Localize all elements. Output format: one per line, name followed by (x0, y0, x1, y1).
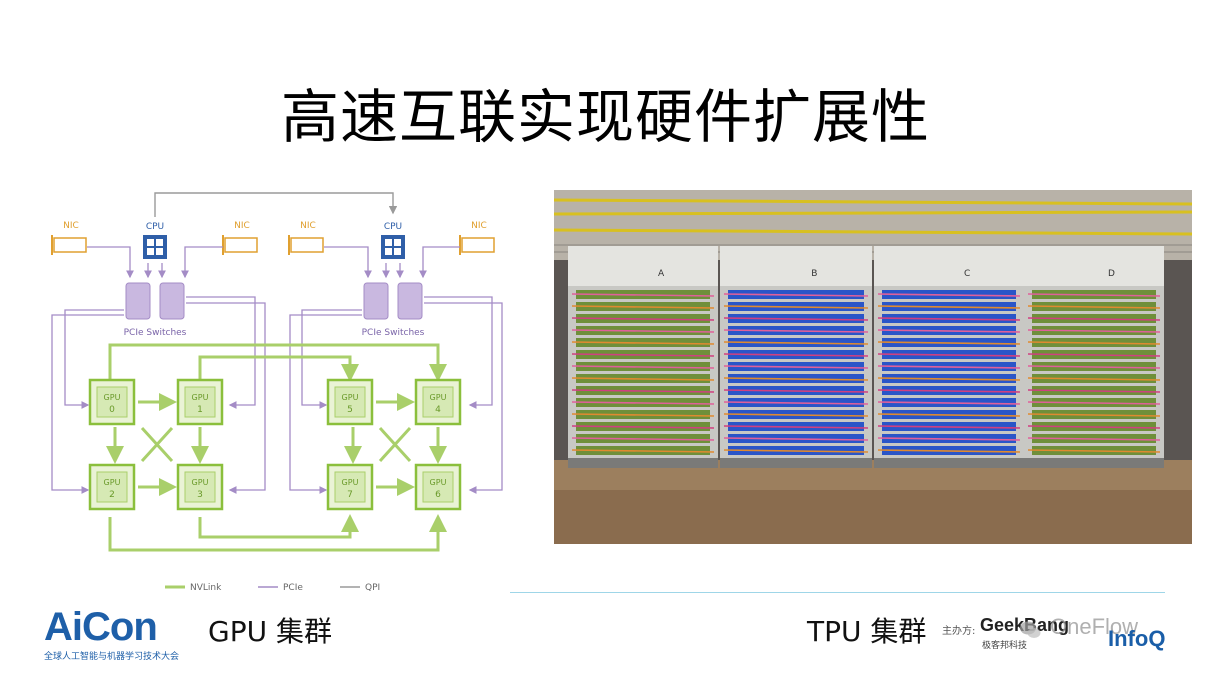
gpu-2: GPU 2 (88, 463, 136, 511)
aicon-logo: AiCon 全球人工智能与机器学习技术大会 (44, 605, 180, 662)
pcie-switch-right: PCIe Switches (362, 282, 425, 338)
svg-text:NIC: NIC (300, 221, 316, 231)
svg-text:3: 3 (197, 490, 203, 500)
tpu-rack-B: B (720, 246, 872, 468)
svg-text:GPU: GPU (342, 393, 359, 402)
gpu-7: GPU 7 (326, 463, 374, 511)
nic-right-a: NIC (288, 221, 324, 255)
svg-text:7: 7 (347, 490, 353, 500)
gpu-4: GPU 4 (414, 378, 462, 426)
gpu-1: GPU 1 (176, 378, 224, 426)
svg-text:6: 6 (435, 490, 441, 500)
cpu-right: CPU (381, 222, 405, 259)
svg-text:GPU: GPU (192, 478, 209, 487)
svg-text:NIC: NIC (63, 221, 79, 231)
pcie-switch-left: PCIe Switches (124, 282, 187, 338)
svg-text:PCIe Switches: PCIe Switches (124, 328, 187, 338)
qpi-link (154, 192, 398, 217)
gpu-cluster-caption: GPU 集群 (208, 615, 332, 648)
infoq-logo: InfoQ (1108, 626, 1166, 651)
tpu-cluster-caption: TPU 集群 (807, 615, 927, 648)
gpu-5: GPU 5 (326, 378, 374, 426)
svg-text:CPU: CPU (146, 222, 164, 232)
svg-text:NIC: NIC (471, 221, 487, 231)
svg-text:NIC: NIC (234, 221, 250, 231)
divider-line (510, 592, 1165, 593)
svg-text:CPU: CPU (384, 222, 402, 232)
tpu-pod-photo: A B C D (554, 190, 1192, 544)
svg-text:1: 1 (197, 405, 203, 415)
svg-text:PCIe Switches: PCIe Switches (362, 328, 425, 338)
svg-text:C: C (964, 269, 970, 279)
svg-text:4: 4 (435, 405, 441, 415)
oneflow-watermark: OneFlow (1050, 614, 1139, 639)
svg-text:GPU: GPU (104, 393, 121, 402)
svg-text:GPU: GPU (430, 393, 447, 402)
gpu-0: GPU 0 (88, 378, 136, 426)
svg-text:NVLink: NVLink (190, 583, 222, 593)
svg-text:GPU: GPU (104, 478, 121, 487)
svg-text:A: A (658, 269, 665, 279)
svg-text:GPU: GPU (342, 478, 359, 487)
svg-text:B: B (811, 269, 817, 279)
svg-text:0: 0 (109, 405, 115, 415)
tpu-rack-A: A (568, 246, 718, 468)
gpu-3: GPU 3 (176, 463, 224, 511)
nic-left-a: NIC (51, 221, 87, 255)
sponsor-label: 主办方: (942, 626, 976, 637)
svg-text:5: 5 (347, 405, 353, 415)
nic-right-b: NIC (459, 221, 495, 255)
tpu-rack-D: D (1024, 246, 1164, 468)
wechat-icon (1020, 621, 1041, 638)
svg-text:QPI: QPI (365, 583, 380, 593)
svg-text:D: D (1108, 269, 1115, 279)
gpu-6: GPU 6 (414, 463, 462, 511)
svg-text:2: 2 (109, 490, 115, 500)
cpu-left: CPU (143, 222, 167, 259)
nic-left-b: NIC (222, 221, 258, 255)
svg-text:GPU: GPU (192, 393, 209, 402)
legend: NVLink PCIe QPI (165, 583, 380, 593)
slide-title: 高速互联实现硬件扩展性 (280, 83, 930, 151)
tpu-rack-C: C (874, 246, 1024, 468)
gpu-topology-diagram: CPU NIC NIC PCIe Switches CPU NIC (40, 185, 510, 595)
svg-text:GPU: GPU (430, 478, 447, 487)
geekbang-sub: 极客邦科技 (982, 641, 1028, 651)
svg-text:PCIe: PCIe (283, 583, 303, 593)
